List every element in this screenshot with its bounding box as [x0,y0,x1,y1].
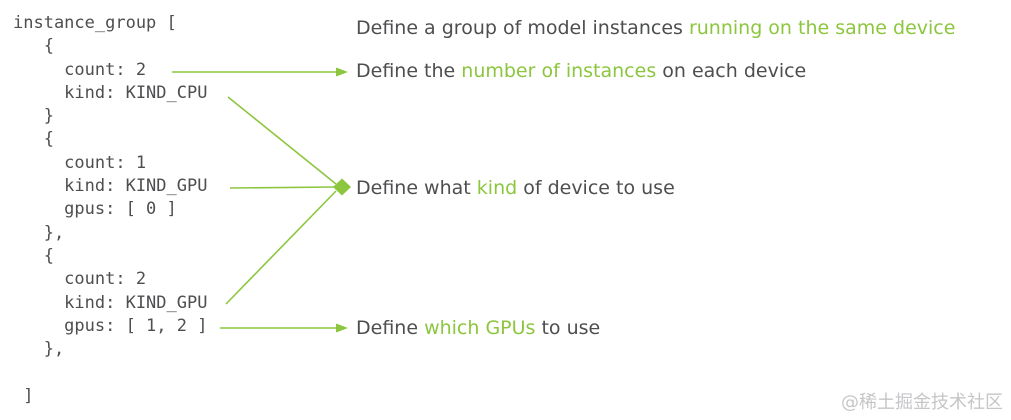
annotation-highlight: kind [476,177,518,199]
annotation-highlight: which GPUs [424,317,536,339]
connector-kindgpu2-to-kind [225,190,337,305]
annotation-kind-of-device: Define what kind of device to use [356,175,675,201]
annotation-text: Define the [356,60,462,82]
annotation-which-gpus: Define which GPUs to use [356,315,600,341]
annotation-text: of device to use [517,177,675,199]
annotation-text: to use [535,317,601,339]
watermark: @稀土掘金技术社区 [841,392,1003,413]
annotation-text: Define a group of model instances [356,17,689,39]
annotation-text: Define [356,317,425,339]
annotation-highlight: running on the same device [688,17,956,39]
annotation-text: on each device [656,60,807,82]
annotation-highlight: number of instances [461,60,657,82]
annotation-text: Define what [356,177,477,199]
annotation-group-of-instances: Define a group of model instances runnin… [356,15,955,41]
diamond-kind-icon [333,178,351,196]
code-block: instance_group [ { count: 2 kind: KIND_C… [13,13,208,406]
connector-kindcpu-to-kind [227,96,337,185]
arrowhead-instances-icon [336,67,348,77]
connector-kindgpu1-to-kind [229,186,335,189]
arrowhead-whichgpus-icon [336,323,348,333]
annotation-number-of-instances: Define the number of instances on each d… [356,58,806,84]
